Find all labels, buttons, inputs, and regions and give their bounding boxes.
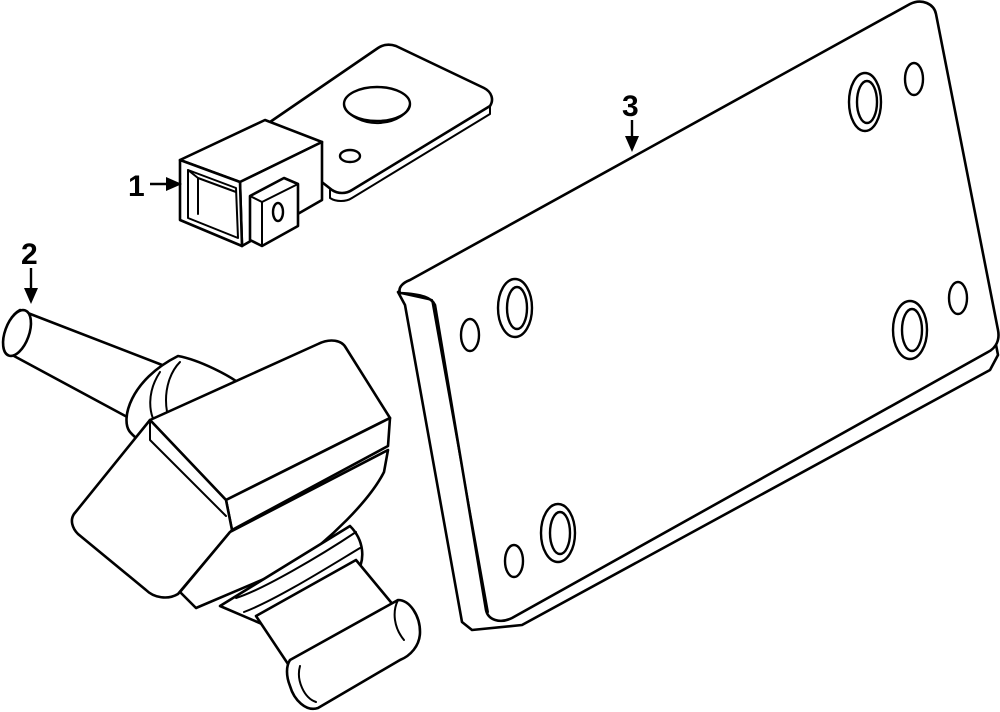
sensor-housing-top (148, 339, 392, 502)
part-3-mounting-plate (396, 0, 1000, 632)
plate-hole-top-right (847, 71, 883, 133)
callout-arrow-2 (24, 288, 38, 304)
sensor-end-cap (285, 598, 422, 711)
sensor-housing-front (70, 418, 234, 599)
callout-label-2: 2 (21, 238, 38, 271)
terminal-tab-hole-small (338, 148, 362, 164)
terminal-latch-hole (271, 201, 285, 223)
terminal-opening-inner (187, 169, 237, 215)
plate-top-face (398, 0, 1000, 623)
sensor-probe-tip (1, 308, 33, 358)
part-1-terminal-connector (178, 43, 494, 248)
callout-arrow-1 (166, 177, 182, 191)
plate-small-hole-3 (947, 280, 969, 316)
plate-hole-right-lower (891, 299, 929, 361)
part-2-sensor (1, 308, 422, 711)
callout-3: 3 (622, 90, 639, 152)
plate-small-hole-4 (503, 543, 525, 579)
terminal-square-opening (187, 169, 239, 239)
plate-small-hole-1 (903, 61, 925, 97)
terminal-tab-hole-depth (343, 103, 411, 125)
sensor-end-cap-rim (298, 599, 405, 703)
callout-2: 2 (21, 238, 38, 304)
terminal-latch-edge (249, 183, 299, 247)
terminal-tab-edge (329, 105, 491, 202)
callout-arrow-3 (625, 136, 639, 152)
plate-edge-line (399, 292, 489, 613)
plate-small-hole-2 (459, 317, 481, 353)
plate-hole-left-upper (496, 277, 534, 339)
sensor-neck-ring (235, 531, 361, 613)
callout-label-3: 3 (622, 90, 639, 123)
callout-label-1: 1 (128, 170, 145, 203)
terminal-body-front (178, 158, 244, 248)
plate-hole-bottom-left (539, 502, 577, 564)
sensor-housing-edge (149, 419, 227, 517)
callout-1: 1 (128, 170, 182, 203)
